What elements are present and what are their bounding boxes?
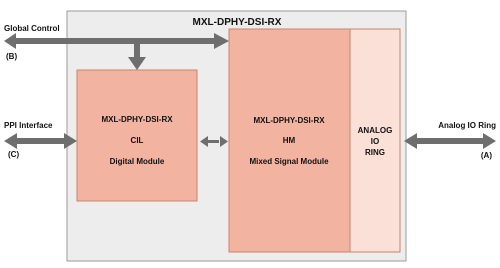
cil-hm-arrow [200, 136, 228, 147]
analog-ring-line3: RING [365, 148, 385, 157]
analog-io-ring-code: (A) [481, 151, 492, 160]
analog-io-ring-label: Analog IO Ring [438, 121, 496, 130]
hm-module [228, 28, 351, 253]
hm-module-abbr: HM [283, 136, 296, 145]
ppi-interface-code: (C) [8, 150, 19, 159]
analog-ring-line2: IO [371, 137, 379, 146]
analog-ring-line1: ANALOG [358, 126, 393, 135]
ppi-interface-label: PPI Interface [4, 121, 53, 130]
hm-module-name: MXL-DPHY-DSI-RX [253, 116, 325, 125]
cil-module-abbr: CIL [131, 136, 144, 145]
cil-module-name: MXL-DPHY-DSI-RX [101, 115, 173, 124]
analog-io-ring-block [349, 28, 401, 253]
hm-module-desc: Mixed Signal Module [249, 157, 329, 166]
global-control-label: Global Control [4, 24, 60, 33]
cil-module-desc: Digital Module [110, 157, 165, 166]
outer-block-title: MXL-DPHY-DSI-RX [193, 17, 282, 28]
analog-io-ring-arrow [404, 133, 496, 149]
ppi-interface-arrow [4, 133, 77, 149]
global-control-code: (B) [6, 52, 17, 61]
cil-module [76, 69, 198, 202]
global-control-arrow [4, 33, 229, 70]
